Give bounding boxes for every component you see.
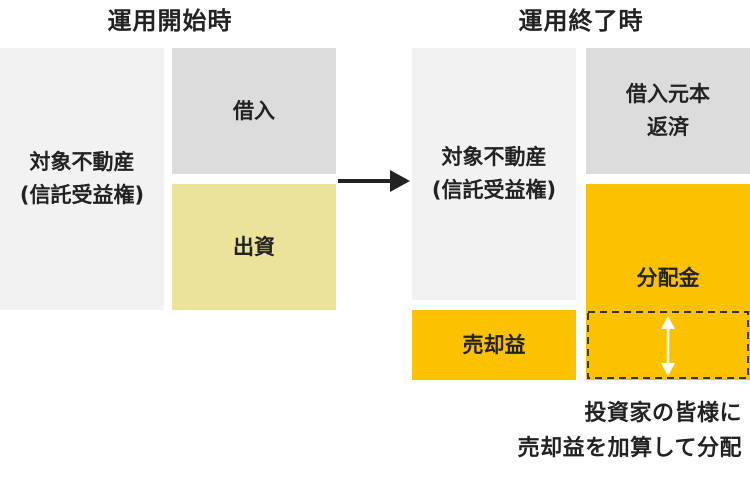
start-loan-box: 借入 (172, 48, 336, 174)
end-repayment-label-line2: 返済 (647, 115, 689, 139)
start-property-label-line2: (信託受益権) (19, 183, 145, 207)
end-property-box: 対象不動産 (信託受益権) (412, 48, 576, 300)
end-repayment-box: 借入元本 返済 (586, 48, 750, 174)
note-line1: 投資家の皆様に (584, 401, 742, 426)
end-distribution-label: 分配金 (636, 266, 700, 290)
start-property-label-line1: 対象不動産 (29, 150, 135, 175)
end-property-label-line1: 対象不動産 (441, 145, 547, 170)
end-distribution-box: 分配金 (586, 184, 750, 380)
note-line2: 売却益を加算して分配 (517, 436, 742, 461)
start-equity-box: 出資 (172, 184, 336, 310)
end-repayment-label-line1: 借入元本 (626, 82, 710, 107)
end-property-label-line2: (信託受益権) (431, 178, 557, 202)
start-property-box: 対象不動産 (信託受益権) (0, 48, 164, 310)
end-gain-box: 売却益 (412, 310, 576, 380)
start-title: 運用開始時 (107, 7, 233, 35)
start-equity-label: 出資 (233, 234, 275, 259)
start-loan-label: 借入 (233, 98, 275, 123)
end-gain-label: 売却益 (462, 332, 526, 357)
end-title: 運用終了時 (518, 7, 644, 35)
transition-arrow (338, 170, 410, 192)
